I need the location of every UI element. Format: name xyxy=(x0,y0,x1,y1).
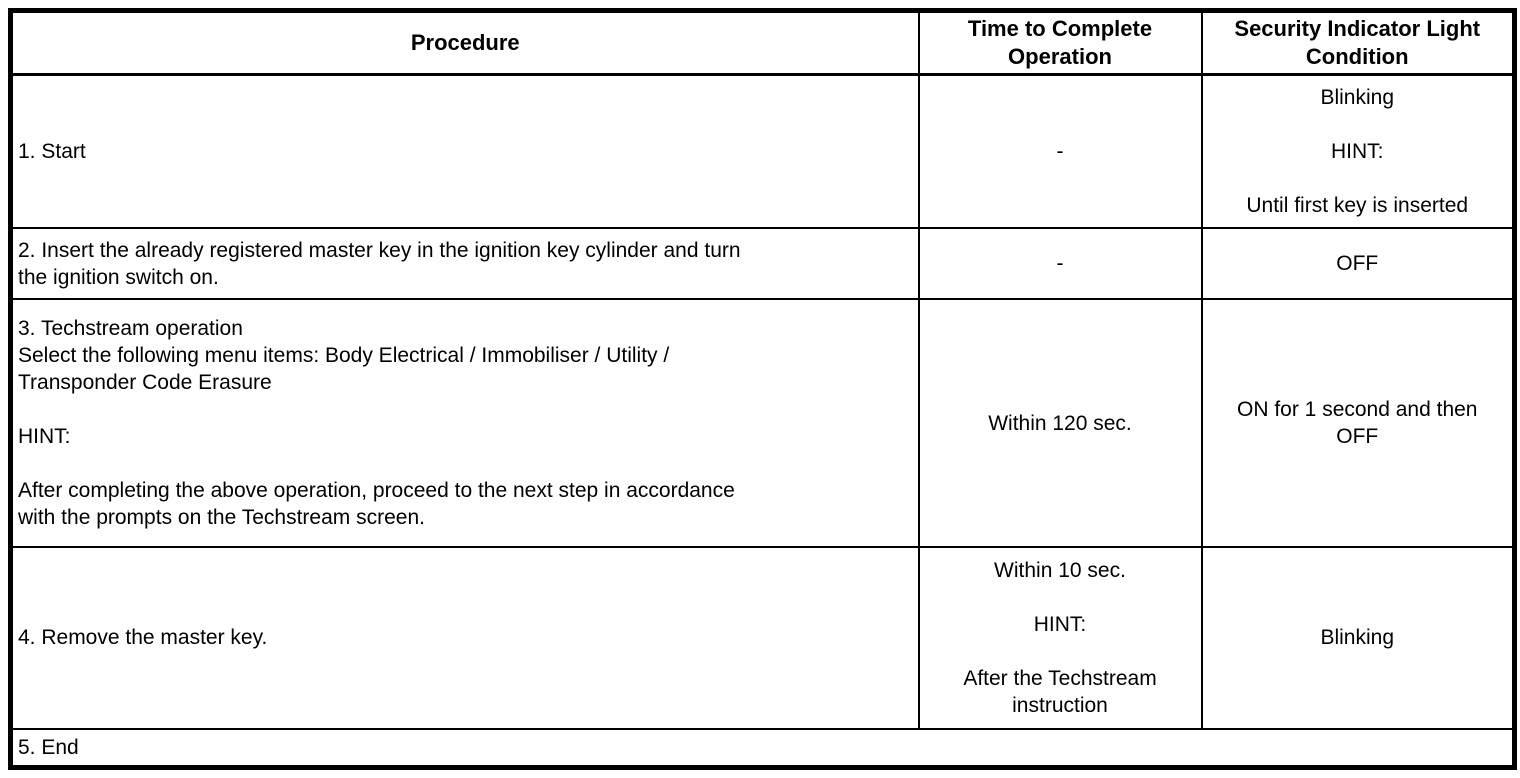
time-cell: - xyxy=(917,226,1203,301)
column-header-time: Time to Complete Operation xyxy=(917,9,1203,76)
table-row-step-4: 4. Remove the master key. Within 10 sec.… xyxy=(9,545,1516,730)
procedure-cell: 2. Insert the already registered master … xyxy=(9,226,920,301)
time-cell: - xyxy=(917,73,1203,229)
procedure-cell: 5. End xyxy=(9,727,1516,769)
procedure-table: Procedure Time to Complete Operation Sec… xyxy=(8,8,1517,770)
procedure-cell: 4. Remove the master key. xyxy=(9,545,920,730)
header-row: Procedure Time to Complete Operation Sec… xyxy=(9,9,1516,76)
indicator-cell: Blinking HINT: Until first key is insert… xyxy=(1200,73,1516,229)
table-row-step-1: 1. Start - Blinking HINT: Until first ke… xyxy=(9,73,1516,229)
indicator-cell: OFF xyxy=(1200,226,1516,301)
time-cell: Within 10 sec. HINT: After the Techstrea… xyxy=(917,545,1203,730)
procedure-cell: 1. Start xyxy=(9,73,920,229)
column-header-indicator: Security Indicator Light Condition xyxy=(1200,9,1516,76)
column-header-procedure: Procedure xyxy=(9,9,920,76)
table-row-step-2: 2. Insert the already registered master … xyxy=(9,226,1516,301)
indicator-cell: Blinking xyxy=(1200,545,1516,730)
table-row-step-5: 5. End xyxy=(9,727,1516,769)
indicator-cell: ON for 1 second and then OFF xyxy=(1200,298,1516,548)
procedure-cell: 3. Techstream operation Select the follo… xyxy=(9,298,920,548)
table-row-step-3: 3. Techstream operation Select the follo… xyxy=(9,298,1516,548)
time-cell: Within 120 sec. xyxy=(917,298,1203,548)
